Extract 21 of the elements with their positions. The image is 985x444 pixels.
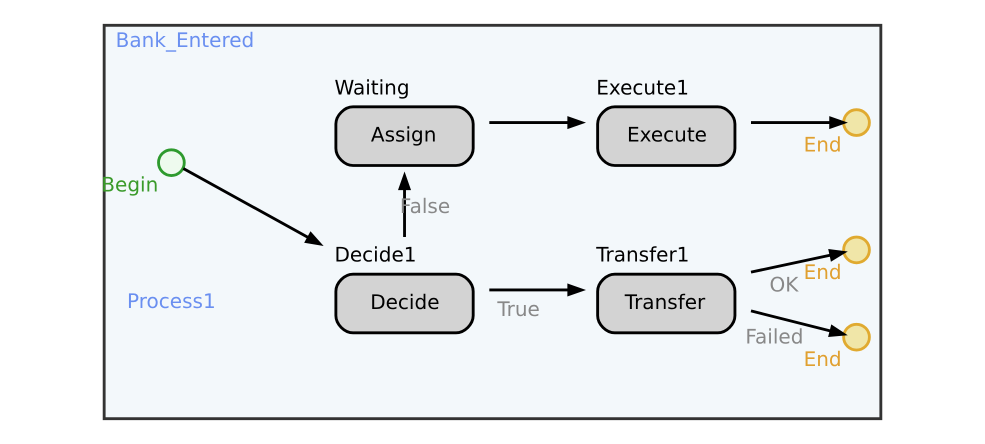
node-label: End [804, 132, 842, 156]
node-label: End [804, 347, 842, 372]
node-label: Decide1 [334, 242, 416, 267]
edge-label: Failed [745, 324, 804, 348]
edge-label: OK [769, 272, 798, 296]
node-circle [842, 236, 871, 264]
node-label: Transfer1 [596, 242, 690, 267]
node-label: End [804, 260, 842, 284]
arrow [489, 283, 586, 296]
node-label: Execute1 [596, 75, 689, 100]
arrow [489, 116, 586, 130]
node-circle [842, 108, 871, 137]
node-circle [842, 322, 871, 352]
label: Process1 [127, 289, 216, 314]
arrow [751, 116, 848, 130]
edge-label: True [497, 296, 540, 321]
node-circle [157, 148, 186, 177]
node-label: Waiting [334, 75, 410, 100]
arrow [750, 248, 848, 274]
arrow [182, 167, 324, 246]
arrow [750, 310, 848, 338]
